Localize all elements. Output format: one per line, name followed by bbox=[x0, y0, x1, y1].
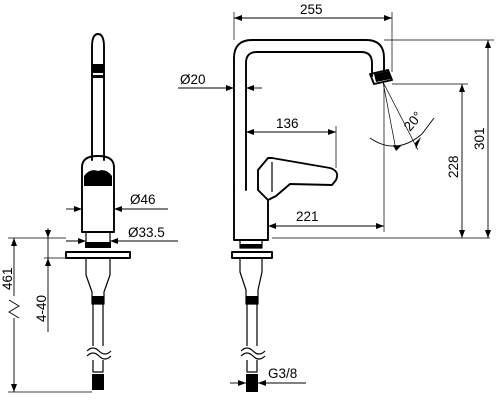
front-dimensions: Ø46 Ø33.5 461 4-40 bbox=[0, 192, 178, 393]
side-aerator bbox=[369, 69, 393, 85]
dim-hose-length: 461 bbox=[0, 267, 15, 290]
front-base-plate bbox=[65, 251, 131, 259]
dim-countertop-thickness: 4-40 bbox=[34, 295, 49, 322]
dim-connection-thread: G3/8 bbox=[268, 366, 297, 381]
front-body bbox=[81, 193, 115, 233]
side-spout-inner bbox=[245, 51, 373, 191]
side-view bbox=[231, 39, 393, 392]
front-spout-tube bbox=[91, 33, 105, 161]
dim-overall-width: 255 bbox=[300, 2, 323, 17]
dim-swivel-angle: 20° bbox=[401, 109, 426, 134]
dim-overall-height: 301 bbox=[472, 127, 487, 150]
side-dimensions: 255 Ø20 136 221 20° 228 bbox=[178, 2, 494, 386]
dim-spout-diameter: Ø20 bbox=[180, 72, 206, 87]
dim-spout-height: 228 bbox=[446, 155, 461, 178]
dim-base-diameter: Ø33.5 bbox=[128, 225, 165, 240]
dim-lever-reach: 136 bbox=[276, 116, 299, 131]
dim-spout-reach: 221 bbox=[296, 209, 319, 224]
side-lever bbox=[257, 157, 339, 201]
dim-body-diameter: Ø46 bbox=[130, 192, 156, 207]
side-hose-fitting bbox=[246, 374, 258, 392]
front-aerator bbox=[92, 64, 104, 73]
front-view bbox=[65, 33, 131, 390]
side-body bbox=[233, 189, 269, 241]
side-spout-outer bbox=[233, 39, 385, 191]
side-base-plate bbox=[231, 251, 273, 259]
front-lever bbox=[81, 155, 115, 195]
